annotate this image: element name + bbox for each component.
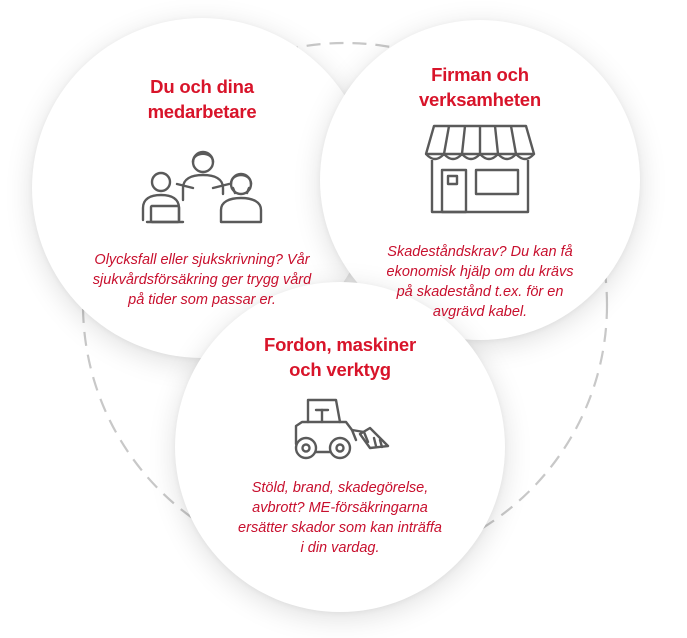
loader-machine-icon: [294, 398, 390, 460]
card-title: Fordon, maskiner och verktyg: [263, 334, 417, 380]
card-description: Skadeståndskrav? Du kan få ekonomisk hjä…: [386, 244, 574, 320]
team-people-icon: [141, 150, 263, 224]
card-business: Firman och verksamheten Skadeståndskrav?…: [345, 62, 615, 322]
storefront-icon: [424, 124, 536, 214]
card-description: Stöld, brand, skadegörelse, avbrott? ME-…: [238, 480, 442, 556]
card-vehicles: Fordon, maskiner och verktyg Stöld, bran…: [195, 332, 485, 558]
card-title: Firman och verksamheten: [418, 64, 542, 110]
card-description: Olycksfall eller sjukskrivning? Vår sjuk…: [92, 252, 312, 308]
card-title: Du och dina medarbetare: [147, 76, 257, 122]
card-people: Du och dina medarbetare Olycksfall eller…: [62, 74, 342, 310]
circle-vehicles: [175, 282, 505, 612]
